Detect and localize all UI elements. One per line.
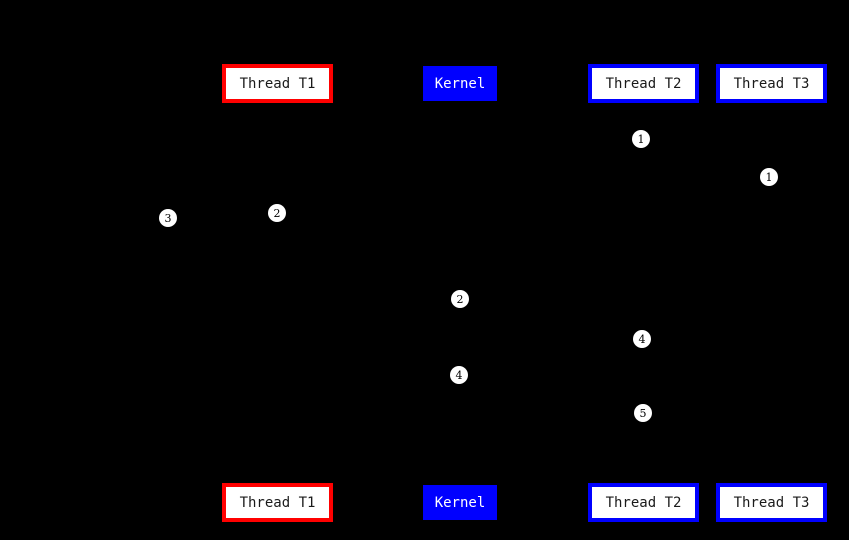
marker-left-3: 3 <box>159 209 177 227</box>
participant-thread-t3-bottom[interactable]: Thread T3 <box>716 483 827 522</box>
participant-label: Thread T3 <box>733 75 810 92</box>
marker-kernel-2: 2 <box>451 290 469 308</box>
marker-t3-1: 1 <box>760 168 778 186</box>
msg-1 <box>277 139 643 140</box>
msg-3 <box>168 215 277 216</box>
lifeline-thread-t3 <box>771 103 772 483</box>
marker-t1-2: 2 <box>268 204 286 222</box>
participant-label: Thread T2 <box>605 494 682 511</box>
msg-2 <box>277 177 771 178</box>
participant-thread-t2-bottom[interactable]: Thread T2 <box>588 483 699 522</box>
msg-7 <box>460 413 643 414</box>
participant-label: Thread T1 <box>239 75 316 92</box>
lifeline-thread-t1 <box>277 103 278 483</box>
msg-5 <box>460 339 643 340</box>
marker-t2-1: 1 <box>632 130 650 148</box>
participant-label: Thread T2 <box>605 75 682 92</box>
participant-thread-t3-top[interactable]: Thread T3 <box>716 64 827 103</box>
participant-kernel-top[interactable]: Kernel <box>423 66 497 101</box>
msg-6 <box>277 375 460 376</box>
participant-label: Thread T1 <box>239 494 316 511</box>
marker-t2-5: 5 <box>634 404 652 422</box>
participant-thread-t1-top[interactable]: Thread T1 <box>222 64 333 103</box>
marker-kernel-4: 4 <box>450 366 468 384</box>
participant-thread-t2-top[interactable]: Thread T2 <box>588 64 699 103</box>
participant-label: Kernel <box>434 494 486 511</box>
participant-label: Thread T3 <box>733 494 810 511</box>
msg-4 <box>277 299 460 300</box>
marker-t2-4: 4 <box>633 330 651 348</box>
lifeline-thread-t2 <box>643 103 644 483</box>
participant-kernel-bottom[interactable]: Kernel <box>423 485 497 520</box>
participant-thread-t1-bottom[interactable]: Thread T1 <box>222 483 333 522</box>
participant-label: Kernel <box>434 75 486 92</box>
